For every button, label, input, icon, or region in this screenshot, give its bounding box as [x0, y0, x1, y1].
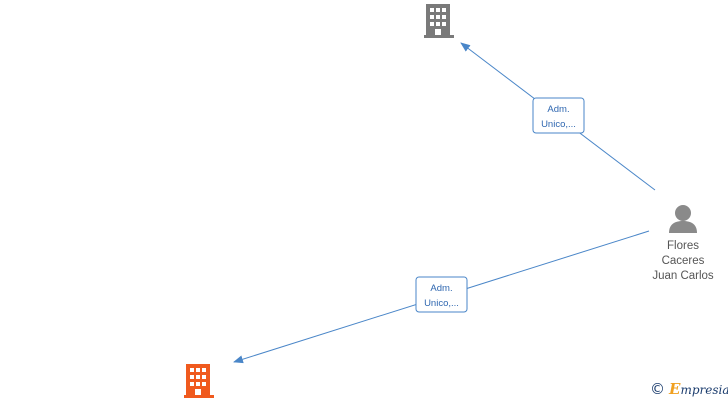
person-name-line-3: Juan Carlos — [652, 270, 714, 282]
brand-rest: mpresia — [680, 383, 728, 397]
company-bottom-building-icon[interactable] — [184, 364, 214, 398]
empresia-watermark: © Empresia — [650, 379, 728, 399]
edge-label-top[interactable]: Adm. Unico,... — [532, 97, 585, 134]
edge-label-bottom[interactable]: Adm. Unico,... — [415, 276, 468, 313]
edge-label-bottom-line-1: Adm. — [430, 283, 452, 294]
copyright-icon: © — [650, 380, 665, 398]
brand-logo: Empresia — [669, 380, 728, 398]
edge-label-top-line-1: Adm. — [547, 104, 569, 115]
person-icon[interactable] — [669, 205, 697, 233]
person-name-label[interactable]: Flores Caceres Juan Carlos — [640, 239, 726, 284]
edge-label-top-line-2: Unico,... — [541, 119, 576, 130]
person-name-line-2: Caceres — [661, 255, 705, 267]
company-top-building-icon[interactable] — [424, 4, 454, 38]
edge-label-bottom-line-2: Unico,... — [424, 298, 459, 309]
brand-initial: E — [669, 380, 681, 398]
person-name-line-1: Flores — [667, 240, 699, 252]
